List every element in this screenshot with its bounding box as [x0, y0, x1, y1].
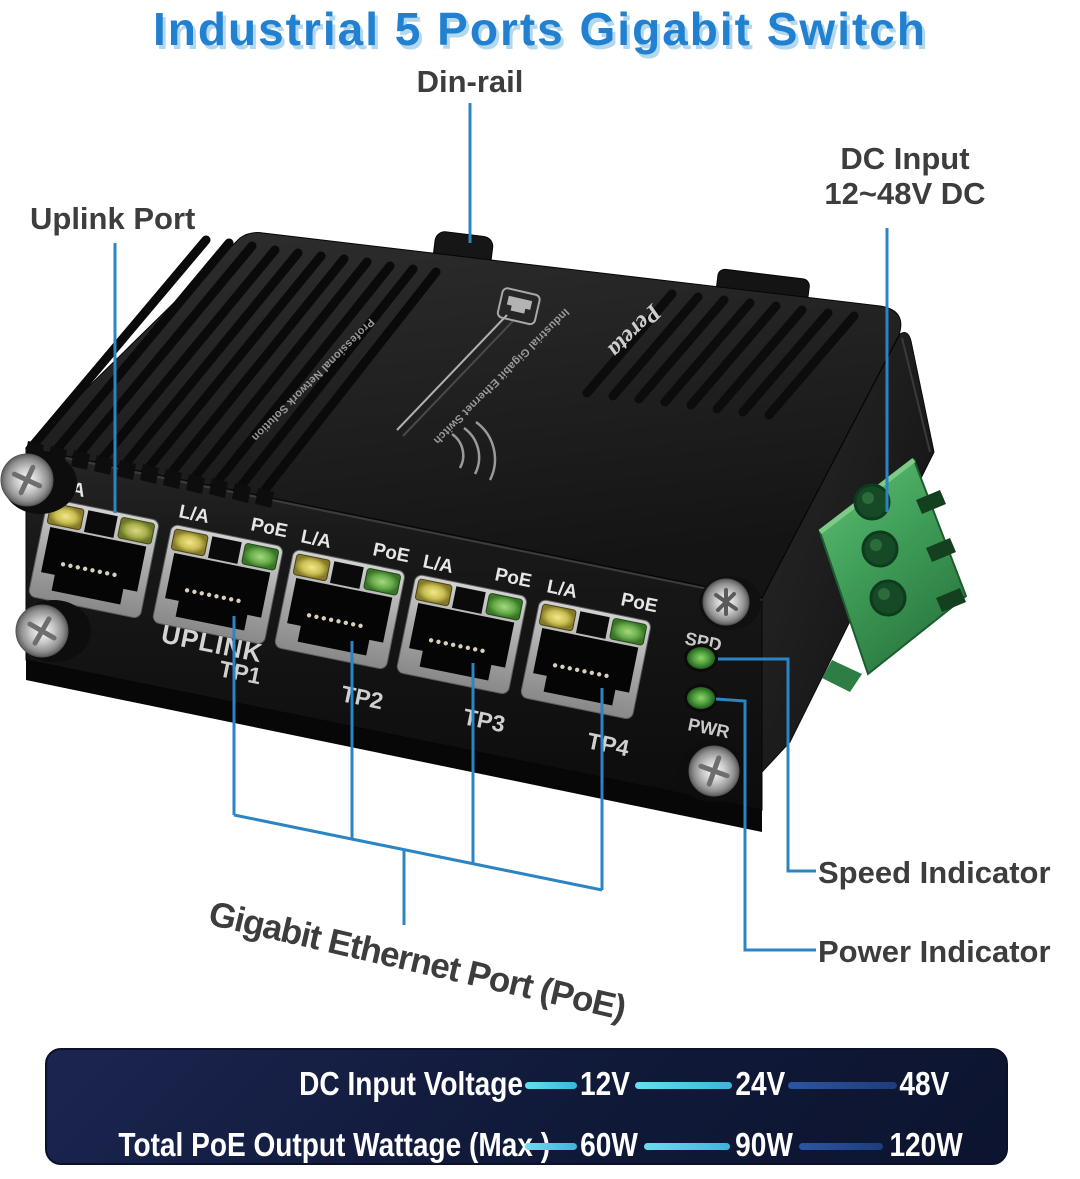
uplink-link-led: [117, 517, 155, 545]
uplink-port-label: Uplink Port: [30, 201, 196, 236]
spec-connector: [635, 1082, 732, 1089]
spec-row1-value2: 24V: [735, 1065, 786, 1102]
port-pins: [428, 638, 485, 654]
spec-row2-value3: 120W: [889, 1126, 963, 1163]
speed-indicator-label: Speed Indicator: [818, 855, 1051, 890]
rj45-icon: [496, 287, 541, 326]
spec-connector: [644, 1143, 730, 1150]
spec-row1-label: DC Input Voltage: [299, 1065, 523, 1102]
tp2-la-led: [292, 553, 331, 582]
page-title: Industrial 5 Ports Gigabit Switch: [153, 3, 927, 55]
spec-row2-value1: 60W: [580, 1126, 638, 1163]
spec-connector: [788, 1082, 897, 1089]
dc-terminal-block: [818, 458, 968, 692]
power-indicator-label: Power Indicator: [818, 934, 1051, 969]
engraved-line: [396, 314, 508, 431]
terminal-slots: [916, 490, 966, 612]
port-pins: [306, 613, 363, 629]
port-tp1: [152, 524, 283, 644]
terminal-holes: [853, 483, 907, 617]
port-pins: [184, 588, 241, 604]
spec-connector: [525, 1082, 577, 1089]
tp4-poe-led: [609, 618, 647, 646]
engraved-line-shadow: [402, 320, 514, 437]
speed-led: [687, 647, 715, 669]
tp2-poe-led: [363, 568, 401, 596]
power-line: [715, 697, 816, 952]
spec-row2-label: Total PoE Output Wattage (Max ): [118, 1126, 551, 1163]
tp3-poe-led: [485, 593, 523, 621]
power-led: [687, 687, 715, 709]
port-tp2: [274, 549, 405, 669]
port-tp3: [396, 574, 527, 694]
spec-table: DC Input Voltage 12V 24V 48V Total PoE O…: [45, 1048, 1008, 1165]
spec-connector: [525, 1143, 577, 1150]
device-bottom-strip: [26, 660, 762, 832]
spec-row2-value2: 90W: [735, 1126, 793, 1163]
tp1-la-led: [170, 528, 209, 557]
port-pins: [60, 562, 117, 578]
tp4-la-led: [538, 603, 577, 632]
spec-row1-value1: 12V: [580, 1065, 630, 1102]
mounting-screws: [0, 452, 761, 802]
status-leds: [684, 644, 718, 712]
tp3-la-led: [414, 578, 453, 607]
dc-input-line2: 12~48V DC: [824, 175, 986, 211]
spec-row1-value3: 48V: [899, 1065, 950, 1102]
side-edge-highlight: [901, 337, 931, 453]
port-tp4: [520, 599, 651, 719]
dc-input-label: DC Input 12~48V DC: [798, 141, 1012, 211]
heatsink-fins-left: [25, 235, 441, 501]
speed-line: [718, 657, 816, 873]
port-pins: [552, 663, 609, 679]
spec-connector: [799, 1143, 883, 1150]
tp1-poe-led: [241, 543, 279, 571]
annotation-lines: [113, 103, 889, 952]
din-rail-label: Din-rail: [416, 64, 524, 99]
wave-icon: [451, 420, 497, 481]
heatsink-fins-right: [582, 289, 859, 420]
fin-teeth: [25, 441, 274, 508]
dc-input-line1: DC Input: [840, 141, 970, 176]
tp-join-line: [233, 813, 603, 892]
